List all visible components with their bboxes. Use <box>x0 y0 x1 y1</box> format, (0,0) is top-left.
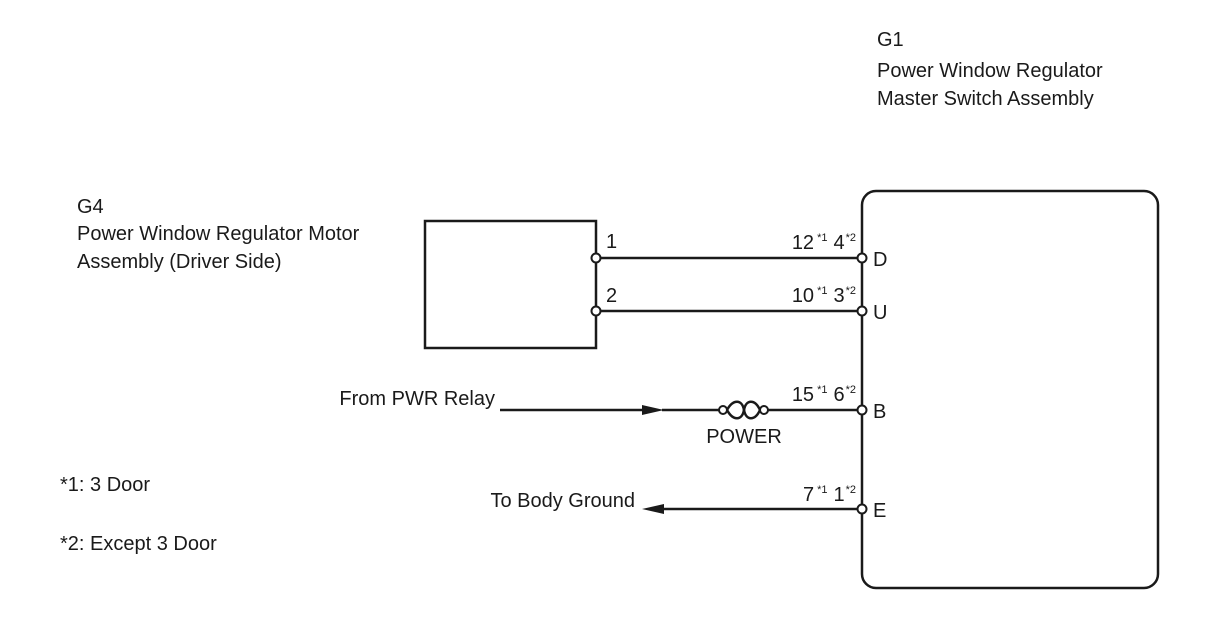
switch-name-line1: Power Window Regulator <box>877 60 1103 82</box>
motor-assembly-box <box>423 219 598 350</box>
motor-code: G4 <box>77 196 104 218</box>
switch-assembly-box <box>860 189 1160 590</box>
source-label: From PWR Relay <box>339 388 495 410</box>
motor-terminal-1-label: 1 <box>606 231 617 253</box>
motor-terminal-2-label: 2 <box>606 285 617 307</box>
switch-pin-b <box>856 404 868 416</box>
switch-pin-e <box>856 503 868 515</box>
switch-terminal-b-label: B <box>873 401 886 423</box>
arrow-right-icon <box>642 405 664 415</box>
fuse-label: POWER <box>706 426 782 448</box>
switch-pin-d <box>856 252 868 264</box>
switch-terminal-d-label: D <box>873 249 887 271</box>
switch-terminal-e-label: E <box>873 500 886 522</box>
arrow-left-icon <box>642 504 664 514</box>
switch-code: G1 <box>877 29 904 51</box>
switch-name-line2: Master Switch Assembly <box>877 88 1094 110</box>
note-1: *1: 3 Door <box>60 474 150 496</box>
switch-pin-u <box>856 305 868 317</box>
motor-pin-1 <box>590 252 602 264</box>
switch-terminal-u-label: U <box>873 302 887 324</box>
fuse-icon <box>718 400 769 420</box>
motor-name-line2: Assembly (Driver Side) <box>77 251 281 273</box>
ground-label: To Body Ground <box>490 490 635 512</box>
note-2: *2: Except 3 Door <box>60 533 217 555</box>
motor-name-line1: Power Window Regulator Motor <box>77 223 360 245</box>
motor-pin-2 <box>590 305 602 317</box>
